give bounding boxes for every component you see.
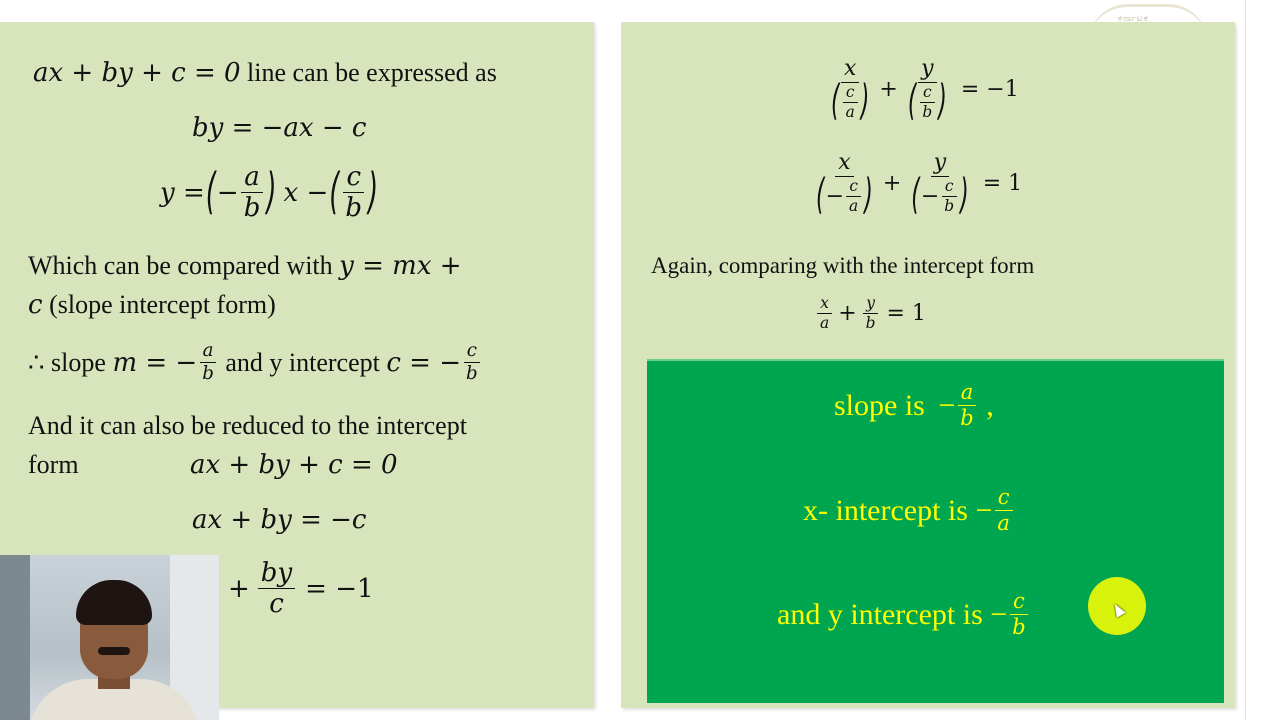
left-reduce-eq: ax + by + c = 0: [190, 450, 398, 480]
webcam-shelf: [0, 555, 30, 720]
summary-box: [647, 359, 1224, 703]
seal-watermark-arc: [1088, 4, 1208, 44]
presenter-hair: [76, 580, 152, 625]
left-eq1: ax + by + c = 0 line can be expressed as: [33, 58, 497, 88]
left-eq3-y: y =: [160, 177, 205, 208]
left-compare-line2: c (slope intercept form): [28, 290, 276, 320]
left-eq3-paren-close: ): [266, 164, 277, 221]
left-reduce-line1: And it can also be reduced to the interc…: [28, 411, 467, 440]
left-compare-line1: Which can be compared with y = mx +: [28, 251, 462, 281]
right-again-text: Again, comparing with the intercept form: [651, 253, 1035, 278]
left-eq1-math: ax + by + c = 0: [33, 58, 241, 88]
presenter-webcam: [0, 555, 219, 720]
left-eq3-paren-open: (: [205, 164, 216, 221]
left-eq3-minus: −: [216, 177, 239, 208]
left-reduce-line2: form: [28, 450, 79, 479]
left-eq1-text: line can be expressed as: [240, 58, 497, 87]
left-eq3-paren-close-2: ): [368, 164, 379, 221]
left-eq4: ax + by = −c: [192, 505, 367, 535]
seal-watermark-text: ಕರ್ನಾಟಕ: [1118, 14, 1149, 24]
left-eq3-paren-open-2: (: [329, 164, 340, 221]
presenter-mustache: [98, 647, 130, 655]
window-right-edge: [1245, 0, 1280, 720]
left-eq3-x: x −: [283, 177, 329, 208]
cursor-highlight: [1088, 577, 1146, 635]
left-eq2: by = −ax − c: [192, 113, 367, 143]
